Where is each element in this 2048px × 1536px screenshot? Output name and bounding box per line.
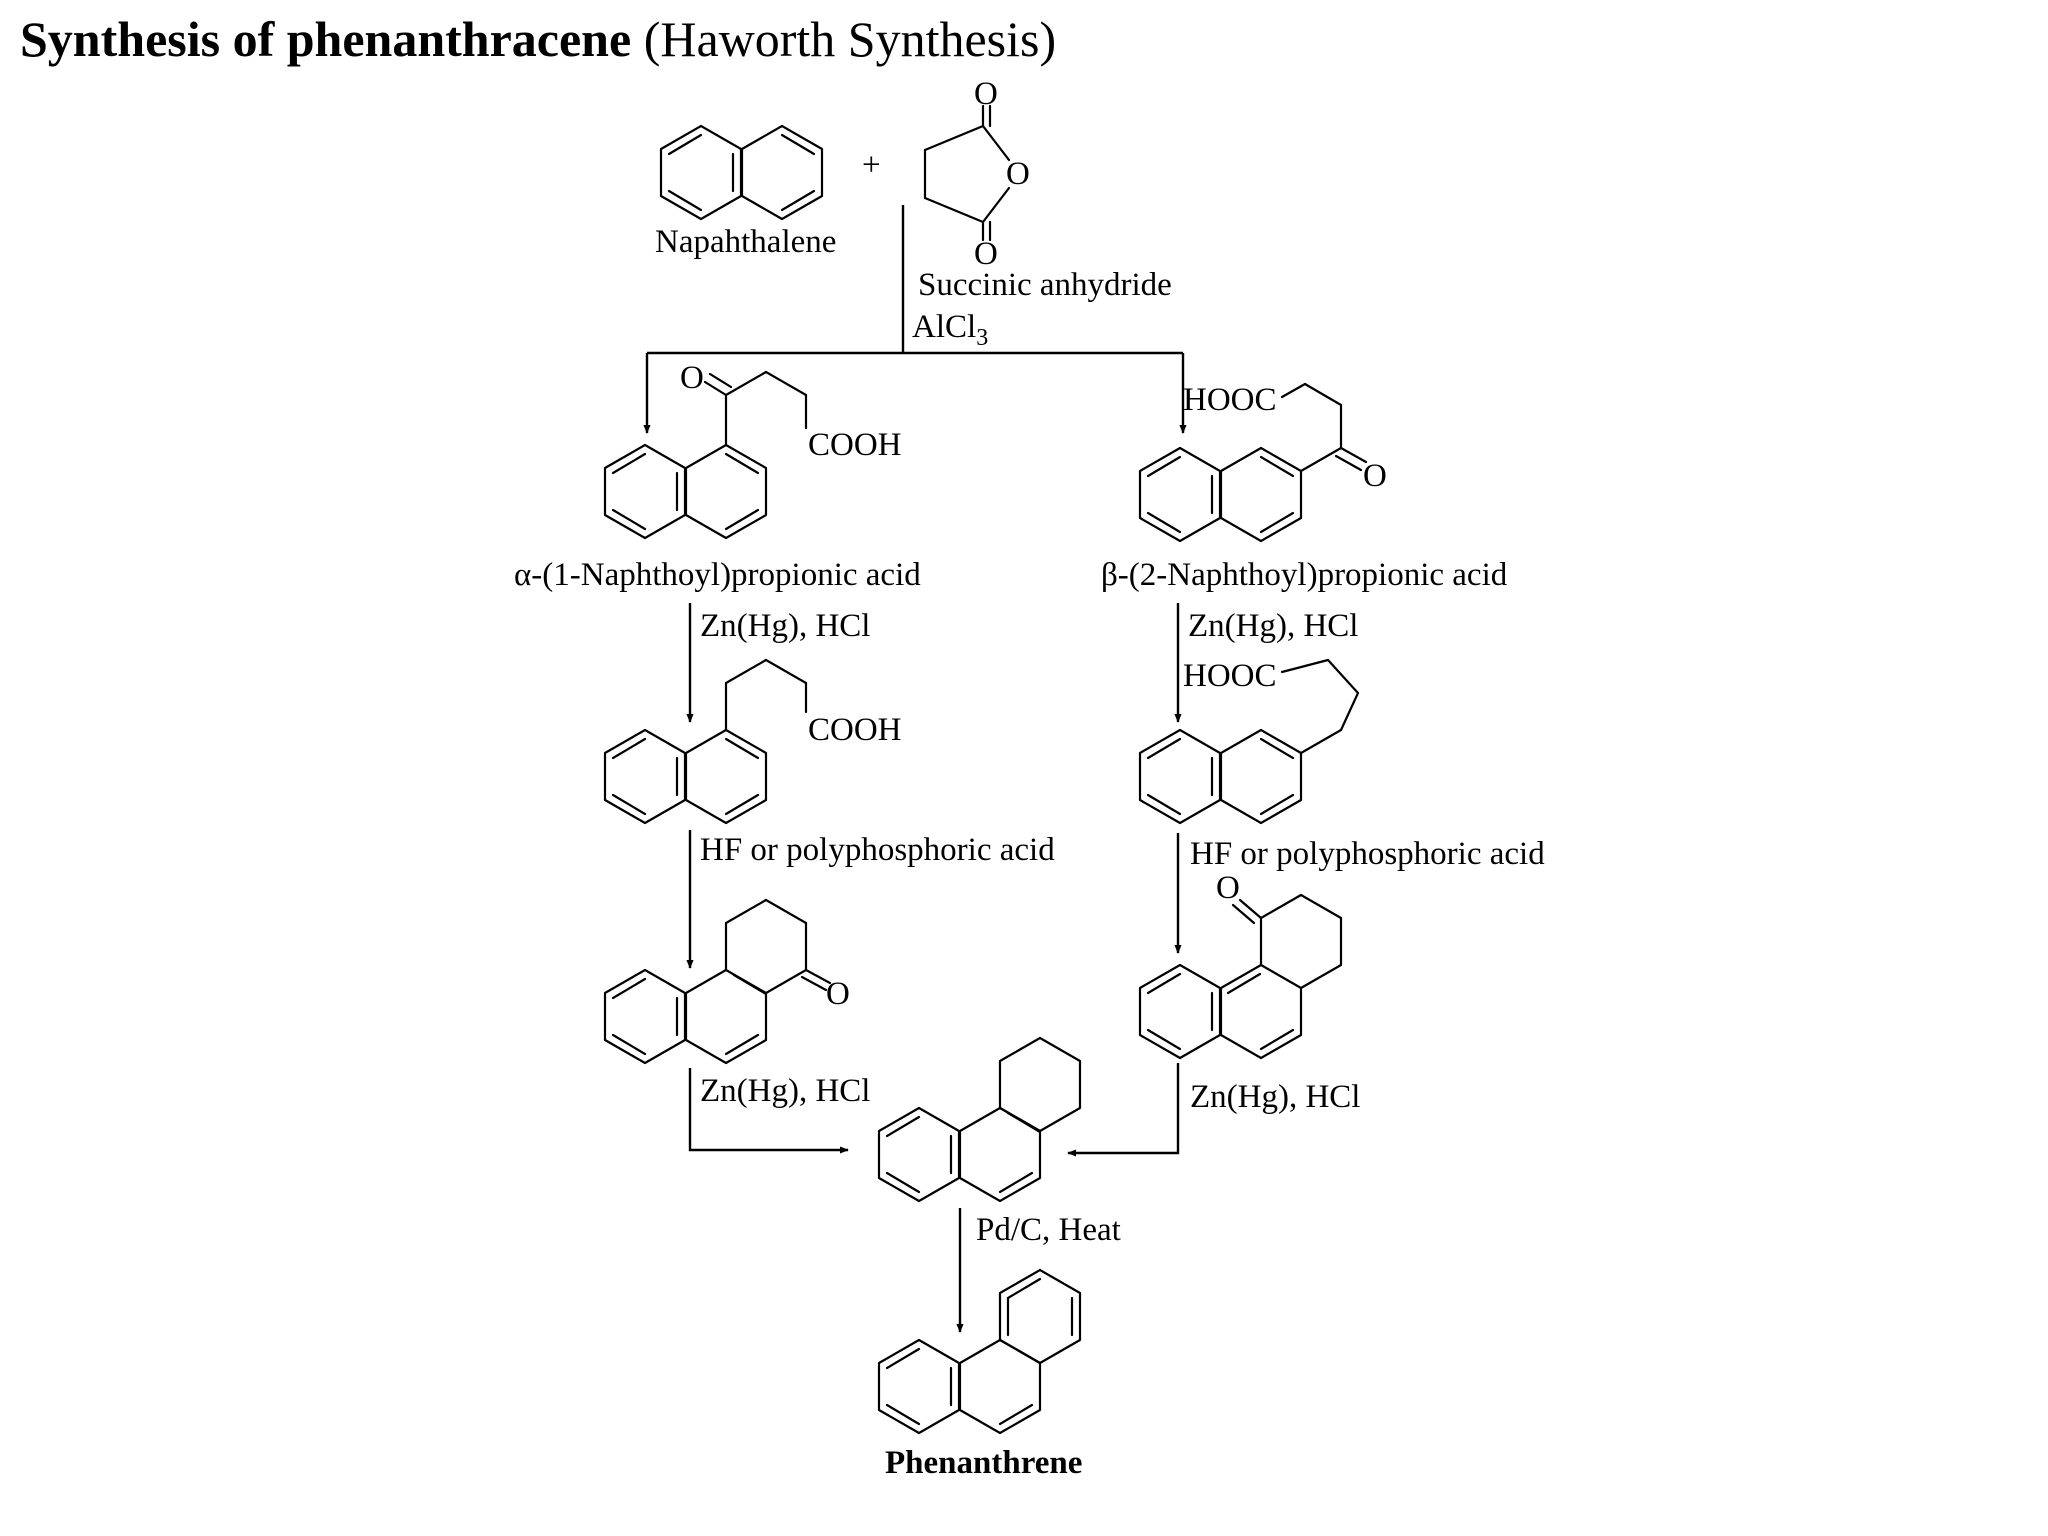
right-cyclization-label: HF or polyphosphoric acid: [1190, 836, 1545, 872]
beta-product-structure: [1138, 382, 1368, 543]
title-main: Synthesis of phenanthracene: [20, 11, 632, 67]
alpha-ketone-oxygen: O: [680, 360, 704, 396]
page-title: Synthesis of phenanthracene (Haworth Syn…: [20, 10, 1056, 68]
title-sub: (Haworth Synthesis): [643, 11, 1057, 67]
right-reduction-arrow-2: [1067, 1063, 1180, 1157]
right-reduction-1-label: Zn(Hg), HCl: [1188, 608, 1358, 644]
right-ketone-oxygen: O: [1216, 870, 1240, 906]
alpha-product-structure: [603, 370, 808, 540]
beta-ketone-oxygen: O: [1363, 458, 1387, 494]
phenanthrene-label: Phenanthrene: [885, 1445, 1082, 1481]
anhydride-bottom-oxygen: O: [974, 236, 998, 272]
dehydrogenation-label: Pd/C, Heat: [976, 1212, 1121, 1248]
alpha-cooh-label: COOH: [808, 427, 902, 463]
beta-butanoic-hooc-label: HOOC: [1183, 658, 1277, 694]
alcl3-label: AlCl3: [912, 309, 988, 351]
succinic-anhydride-label: Succinic anhydride: [918, 267, 1172, 303]
tetrahydrophenanthrene-structure: [877, 1036, 1082, 1203]
naphthalene-label: Napahthalene: [655, 224, 836, 260]
beta-product-label: β-(2-Naphthoyl)propionic acid: [1101, 557, 1508, 593]
plus-sign: +: [862, 147, 881, 183]
beta-hooc-label: HOOC: [1183, 382, 1277, 418]
anhydride-top-oxygen: O: [974, 76, 998, 112]
alpha-product-label: α-(1-Naphthoyl)propionic acid: [514, 557, 921, 593]
phenanthrene-structure: [877, 1268, 1082, 1435]
left-reduction-2-label: Zn(Hg), HCl: [700, 1073, 870, 1109]
left-reduction-1-label: Zn(Hg), HCl: [700, 608, 870, 644]
right-ketone-structure: [1138, 893, 1343, 1060]
naphthalene-structure: [659, 124, 824, 221]
left-ketone-oxygen: O: [826, 976, 850, 1012]
left-cyclization-label: HF or polyphosphoric acid: [700, 832, 1055, 868]
alpha-butanoic-acid-structure: [603, 658, 808, 825]
alpha-butanoic-cooh-label: COOH: [808, 712, 902, 748]
right-reduction-2-label: Zn(Hg), HCl: [1190, 1079, 1360, 1115]
anhydride-ring-oxygen: O: [1006, 156, 1030, 192]
left-ketone-structure: [603, 898, 832, 1065]
beta-butanoic-acid-structure: [1138, 658, 1360, 825]
left-reduction-arrow-2: [688, 1068, 849, 1154]
succinic-anhydride-structure: [923, 104, 1011, 242]
